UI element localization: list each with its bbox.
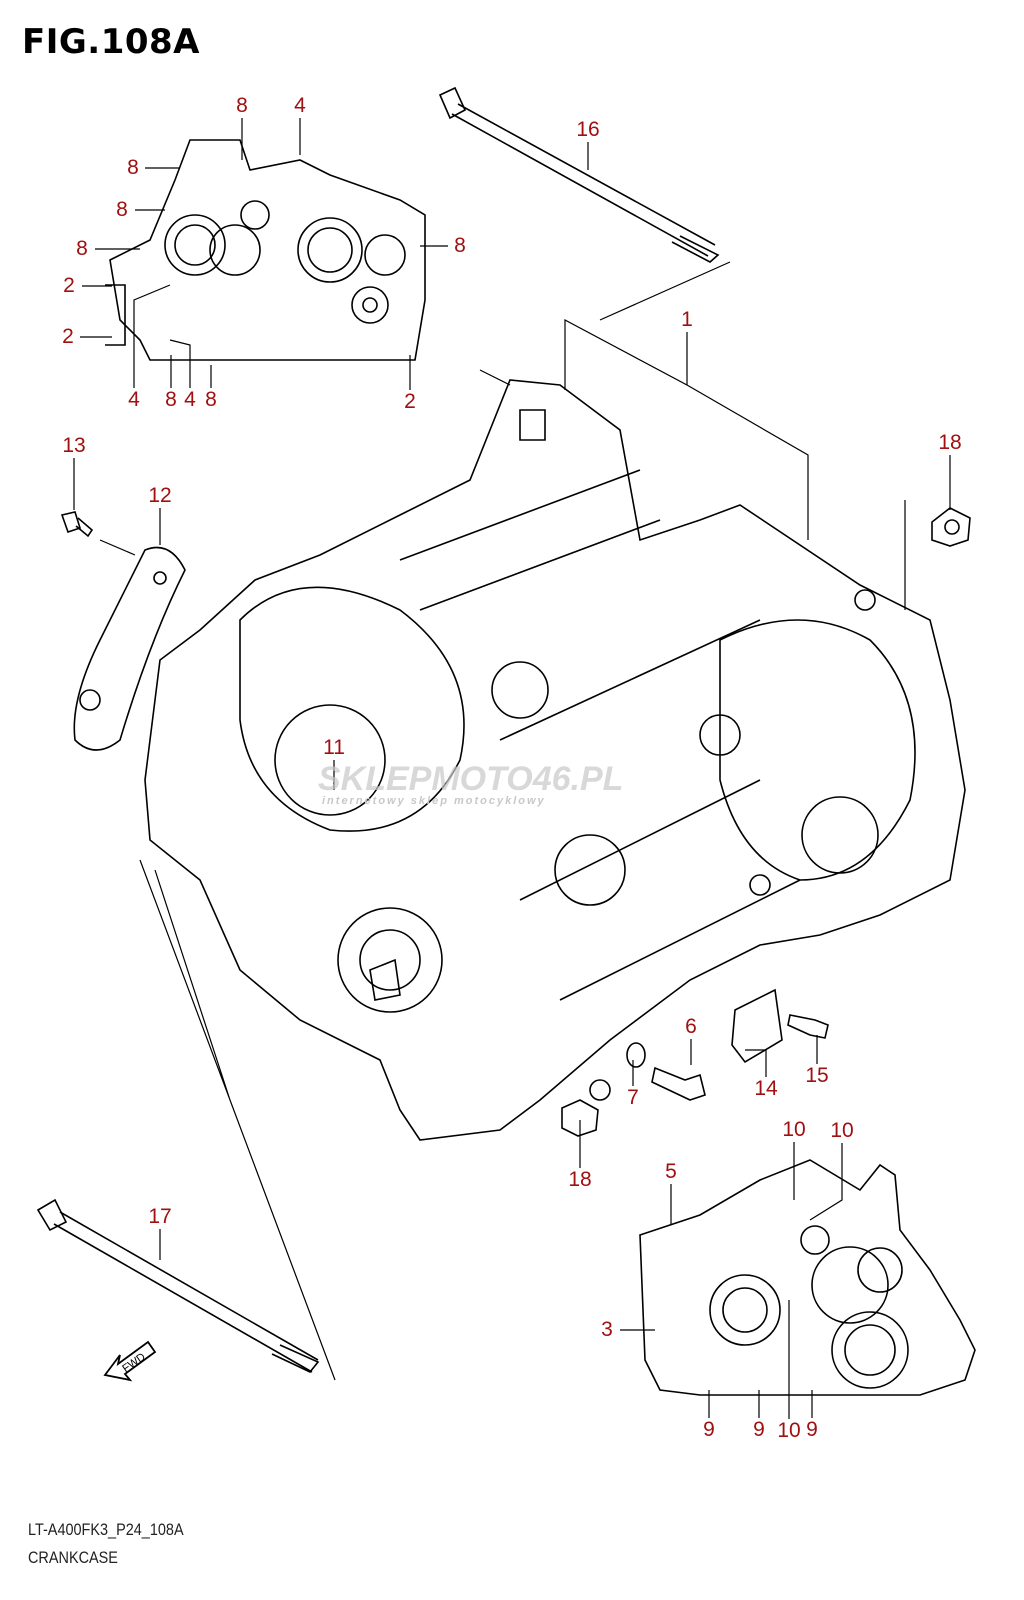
part-label: 8 [76,237,88,260]
part-label: 10 [777,1419,801,1442]
bolt-16 [438,86,720,263]
watermark-tagline: internetowy sklep motocyklowy [322,795,546,807]
part-label: 9 [753,1418,765,1441]
part-label: 16 [576,118,600,141]
part-label: 7 [627,1086,639,1109]
part-label: 10 [830,1119,854,1142]
part-label: 1 [681,308,693,331]
bolt-13 [60,511,94,538]
part-label: 9 [806,1418,818,1441]
section-name: CRANKCASE [28,1548,118,1567]
part-label: 13 [62,434,86,457]
part-label: 17 [148,1205,172,1228]
part-label: 2 [62,325,74,348]
part-label: 8 [116,198,128,221]
bolt-17 [36,1198,320,1373]
part-label: 4 [128,388,140,411]
part-label: 2 [63,274,75,297]
part-label: 15 [805,1064,829,1087]
model-code: LT-A400FK3_P24_108A [28,1520,184,1539]
part-label: 2 [404,390,416,413]
nut-18-bottom [561,1099,599,1137]
part-label: 8 [454,234,466,257]
right-crankcase-cover [639,1159,976,1396]
watermark-logo: SKLEPMOTO46.PL [318,760,624,798]
part-label: 8 [127,156,139,179]
washer-7 [626,1042,646,1068]
part-label: 3 [601,1318,613,1341]
crankcase-assembly [144,379,966,1141]
part-label: 4 [294,94,306,117]
bolt-6 [651,1066,706,1101]
part-label: 8 [236,94,248,117]
screw-15 [787,1014,829,1039]
part-label: 11 [323,736,345,759]
part-label: 18 [568,1168,592,1191]
part-label: 18 [938,431,962,454]
figure-title: FIG.108A [22,22,200,62]
nut-18-top [931,507,971,547]
part-label: 8 [205,388,217,411]
fwd-arrow-icon [103,1340,157,1382]
part-label: 12 [148,484,172,507]
part-label: 8 [165,388,177,411]
part-label: 14 [754,1077,778,1100]
part-label: 9 [703,1418,715,1441]
left-crankcase-cover [105,139,426,361]
bracket-12 [73,546,186,751]
part-label: 6 [685,1015,697,1038]
bracket-14 [731,988,783,1064]
part-label: 4 [184,388,196,411]
part-label: 5 [665,1160,677,1183]
part-label: 10 [782,1118,806,1141]
